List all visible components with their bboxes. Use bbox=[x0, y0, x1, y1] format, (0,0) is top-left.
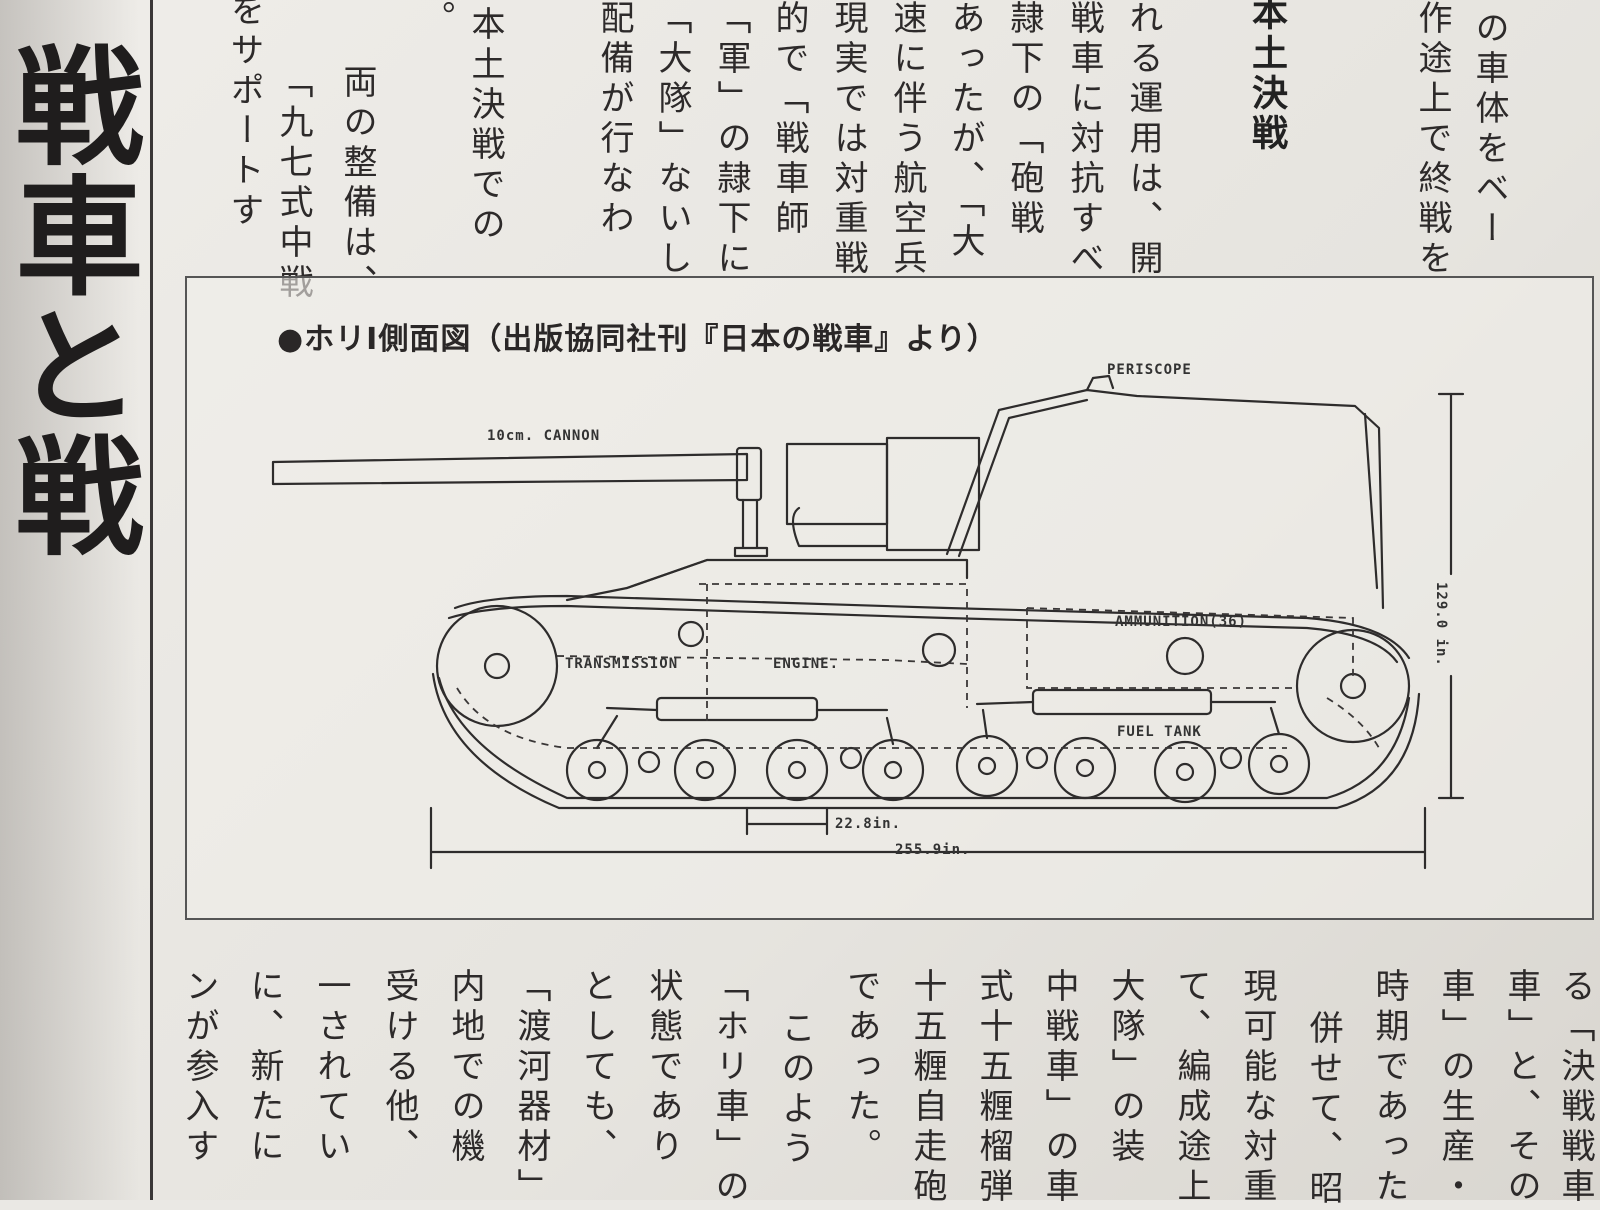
text-column: る「決戦戦車 bbox=[1555, 968, 1595, 1208]
figure-caption: ●ホリⅠ側面図（出版協同社刊『日本の戦車』より） bbox=[277, 322, 998, 357]
fuel-tank-label: FUEL TANK bbox=[1117, 724, 1202, 740]
text-column: れる運用は、開 bbox=[1123, 0, 1163, 280]
text-column: 時期であった bbox=[1369, 968, 1409, 1208]
periscope-label: PERISCOPE bbox=[1107, 362, 1192, 378]
title-rule bbox=[150, 0, 153, 1200]
text-column: であった。 bbox=[841, 968, 881, 1168]
text-column: 式十五糎榴弾 bbox=[973, 968, 1013, 1208]
tank-side-view-drawing bbox=[271, 374, 1465, 870]
engine-label: ENGINE. bbox=[773, 656, 840, 672]
text-column: 「ホリ車」の bbox=[709, 968, 749, 1208]
text-column: の車体をベー bbox=[1469, 10, 1509, 250]
text-column: 車」と、その bbox=[1501, 968, 1541, 1208]
text-column: このよう bbox=[775, 1010, 815, 1170]
text-column: ンが参入す bbox=[179, 968, 219, 1168]
text-column: 十五糎自走砲 bbox=[907, 968, 947, 1208]
text-column: 内地での機 bbox=[445, 968, 485, 1168]
text-column: 車」の生産・ bbox=[1435, 968, 1475, 1208]
text-column: 「渡河器材」 bbox=[511, 968, 551, 1208]
text-column: 両の整備は、 bbox=[337, 64, 377, 304]
figure-box: ●ホリⅠ側面図（出版協同社刊『日本の戦車』より） bbox=[185, 276, 1594, 920]
text-column: て、編成途上 bbox=[1171, 968, 1211, 1208]
text-column: 。 bbox=[415, 0, 455, 40]
transmission-label: TRANSMISSION bbox=[565, 656, 679, 672]
text-column: 「軍」の隷下に bbox=[711, 0, 751, 280]
text-column: をサポートす bbox=[224, 0, 264, 232]
section-heading: 本土決戦 bbox=[1246, 0, 1287, 154]
text-column: 大隊」の装 bbox=[1105, 968, 1145, 1168]
text-column: 戦車に対抗すべ bbox=[1064, 0, 1104, 280]
text-column: あったが、「大 bbox=[945, 0, 985, 263]
text-column: 現実では対重戦 bbox=[828, 0, 868, 280]
text-column: 「大隊」ないし bbox=[652, 0, 692, 280]
wheel-spacing-dimension-label: 22.8in. bbox=[835, 816, 902, 832]
text-column: 状態であり bbox=[643, 968, 683, 1168]
text-column: 作途上で終戦を bbox=[1412, 0, 1452, 280]
text-column: としても、 bbox=[577, 968, 617, 1168]
article-title: 戦車と戦 bbox=[0, 40, 142, 560]
text-column: 受ける他、 bbox=[379, 968, 419, 1168]
text-column: 本土決戦での bbox=[465, 6, 505, 246]
text-column: 現可能な対重 bbox=[1237, 968, 1277, 1208]
ammunition-label: AMMUNITION(36) bbox=[1115, 614, 1248, 630]
text-column: 速に伴う航空兵 bbox=[887, 0, 927, 280]
text-column: 的で「戦車師 bbox=[769, 0, 809, 240]
text-column: 隷下の「砲戦 bbox=[1004, 0, 1044, 240]
text-column: 配備が行なわ bbox=[594, 0, 634, 240]
text-column: に、新たに bbox=[244, 968, 284, 1168]
length-dimension-label: 255.9in. bbox=[895, 842, 971, 858]
text-column: 一されてい bbox=[311, 968, 351, 1168]
text-column: 「九七式中戦 bbox=[273, 64, 313, 304]
text-column: 中戦車」の車 bbox=[1039, 968, 1079, 1208]
height-dimension-label: 129.0 in. bbox=[1433, 582, 1449, 667]
text-column: 併せて、昭 bbox=[1303, 1010, 1343, 1210]
cannon-label: 10cm. CANNON bbox=[487, 428, 601, 444]
page-shadow bbox=[0, 0, 140, 1200]
